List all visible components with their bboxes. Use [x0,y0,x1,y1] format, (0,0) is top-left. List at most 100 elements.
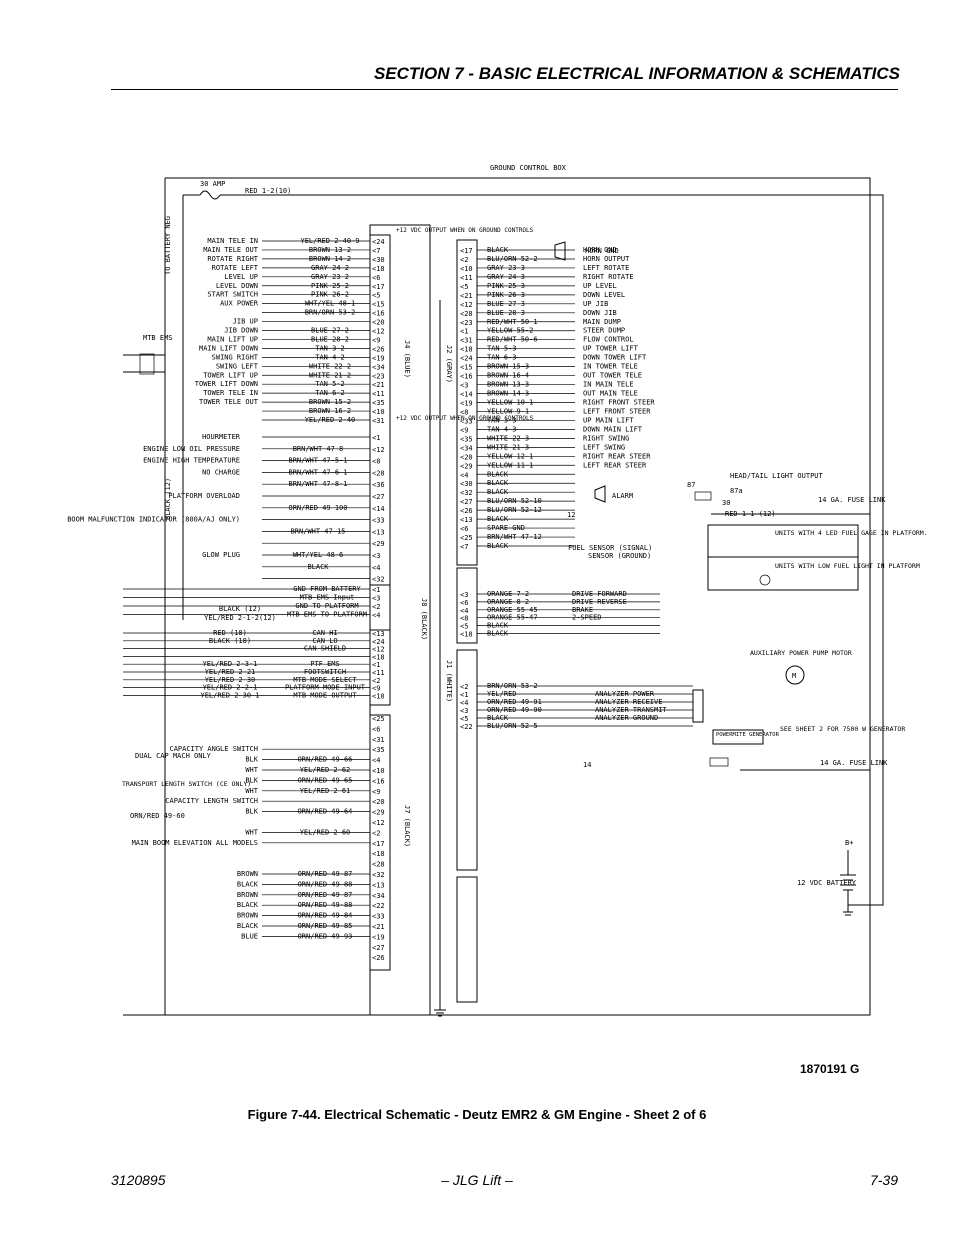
output-function-label: HORN GND [583,246,617,254]
output-function-label: HORN OUTPUT [583,255,630,263]
j7-left-label: BLACK [237,901,259,909]
j4-pin: <7 [372,247,380,255]
output-function-label: RIGHT SWING [583,434,629,442]
j7-pin: <18 [372,850,385,858]
output-function-label: LEFT REAR STEER [583,461,647,469]
j2-pin: <11 [460,274,473,282]
output-function-label: DOWN MAIN LIFT [583,425,643,433]
j4-pin: <20 [372,319,385,327]
horn-gnd: HORN GND [585,247,619,255]
j1-right-pin: <1 [460,691,468,699]
j7-pin: <21 [372,923,385,931]
switch-function-label: START SWITCH [207,291,258,299]
output-function-label: IN TOWER TELE [583,363,638,371]
j7-left-label: BLK [245,808,258,816]
lamp-icon [759,574,771,586]
j2-pin: <24 [460,355,473,363]
box-title: GROUND CONTROL BOX [490,164,567,172]
output-function-label: IN MAIN TELE [583,381,634,389]
j7-pin: <6 [372,725,380,733]
fuel-sensor-signal: FUEL SENSOR (SIGNAL) [568,544,652,552]
fuse-symbol [199,190,221,200]
black-12-label: BLACK (12) [164,478,172,520]
j2-pin: <33 [460,417,473,425]
j7-left-label: WHT [245,787,258,795]
j1-label: J1 (WHITE) [445,660,453,702]
powermite-box [712,729,764,745]
j2-pin: <12 [460,301,473,309]
output-function-label: LEFT ROTATE [583,264,629,272]
output-function-label: FLOW CONTROL [583,336,634,344]
j1-right-pin: <2 [460,683,468,691]
j8-left-wire: BLACK (12) [219,605,261,613]
indicator-label: BOOM MALFUNCTION INDICATOR (800A/AJ ONLY… [67,516,240,524]
output-function-label: RIGHT REAR STEER [583,452,651,460]
analyzer-plug [692,689,704,723]
j2-pin: <18 [460,346,473,354]
svg-text:M: M [792,672,796,680]
relay-1 [694,491,712,501]
j4-note-2: +12 VDC OUTPUT WHEN ON GROUND CONTROLS [396,415,534,422]
j4-lower-pin: <8 [372,458,380,466]
output-function-label: UP LEVEL [583,282,617,290]
j7-left-label: BROWN [237,870,258,878]
j2-pin: <9 [460,426,468,434]
switch-function-label: SWING LEFT [216,362,259,370]
j4-pin: <9 [372,336,380,344]
j4-pin: <5 [372,292,380,300]
j7-pin: <33 [372,913,385,921]
j2-pin: <7 [460,543,468,551]
j2-pin: <35 [460,435,473,443]
j8-pin: <2 [372,603,380,611]
j4-pin: <17 [372,283,385,291]
j2-pin: <25 [460,534,473,542]
transport-switch: TRANSPORT LENGTH SWITCH (CE ONLY) [122,780,251,788]
j7-pin: <26 [372,954,385,962]
output-function-label: STEER DUMP [583,327,625,335]
j2-pin: <19 [460,399,473,407]
alarm-label: ALARM [612,492,633,500]
j8-right-pin: <6 [460,599,468,607]
j7-pin: <28 [372,861,385,869]
output-function-label: DOWN TOWER LIFT [583,354,647,362]
j2-pin: <14 [460,391,473,399]
j7-pin: <10 [372,767,385,775]
j4-pin: <34 [372,363,385,371]
j4-pin: <6 [372,274,380,282]
switch-function-label: ROTATE LEFT [212,264,259,272]
j2-pin: <1 [460,328,468,336]
output-function-label: RIGHT ROTATE [583,273,634,281]
j4-pin: <11 [372,390,385,398]
switch-function-label: JIB UP [233,318,258,326]
j8-label: J8 (BLACK) [420,598,428,640]
j2-pin: <20 [460,453,473,461]
indicator-label: HOURMETER [202,433,241,441]
j4-pin: <16 [372,310,385,318]
j2-pin: <8 [460,408,468,416]
j7-left-label: BLK [245,756,258,764]
switch-function-label: ROTATE RIGHT [207,255,258,263]
j2-pin: <2 [460,256,468,264]
j1-right-pin: <22 [460,723,473,731]
sensor-ground: SENSOR (GROUND) [588,552,651,560]
j1-pin: <10 [372,692,385,700]
j4-label: J4 (BLUE) [403,340,411,378]
ground-control-box: GROUND CONTROL BOX 30 AMP RED 1-2(10) [123,164,884,1016]
j7-left-label: WHT [245,766,258,774]
battery-neg-label: TO BATTERY NEG [164,216,172,275]
battery-label: 12 VDC BATTERY [797,879,857,887]
j2-pin: <34 [460,444,473,452]
j7-left-label: BLUE [241,932,258,940]
j7-left-label: CAPACITY ANGLE SWITCH [169,745,258,753]
j4-note-1: +12 VDC OUTPUT WHEN ON GROUND CONTROLS [396,227,534,234]
j1-pin: <1 [372,661,380,669]
j8-pin: <1 [372,586,380,594]
figure-caption: Figure 7-44. Electrical Schematic - Deut… [247,1107,707,1122]
see-sheet: SEE SHEET 2 FOR 7500 W GENERATOR [780,725,905,733]
switch-function-label: MAIN TELE OUT [203,246,259,254]
drawing-number: 1870191 G [800,1062,860,1076]
j1-pin: <12 [372,646,385,654]
switch-function-label: TOWER TELE OUT [199,398,259,406]
